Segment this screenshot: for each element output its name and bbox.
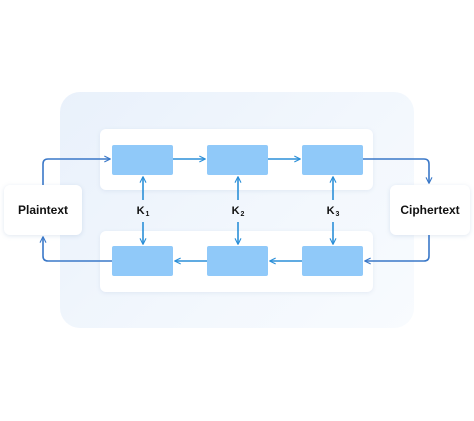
ciphertext-to-decrypt-line [364,235,430,265]
ciphertext-node: Ciphertext [390,185,470,235]
ciphertext-label: Ciphertext [400,203,460,217]
encrypt-stage-1-box [112,145,173,175]
encrypt-to-ciphertext-line [363,158,433,184]
encrypt-stage-3-box [302,145,363,175]
key-1-label: K1 [136,205,150,218]
key-2-label: K2 [231,205,245,218]
key-3-label: K3 [326,205,340,218]
plaintext-to-encrypt-line [42,155,111,185]
plaintext-node: Plaintext [4,185,82,235]
plaintext-label: Plaintext [17,203,68,217]
decrypt-stage-3-box [302,246,363,276]
decrypt-stage-1-box [112,246,173,276]
decrypt-to-plaintext-line [39,236,112,262]
encrypt-stage-2-box [207,145,268,175]
decrypt-stage-2-box [207,246,268,276]
